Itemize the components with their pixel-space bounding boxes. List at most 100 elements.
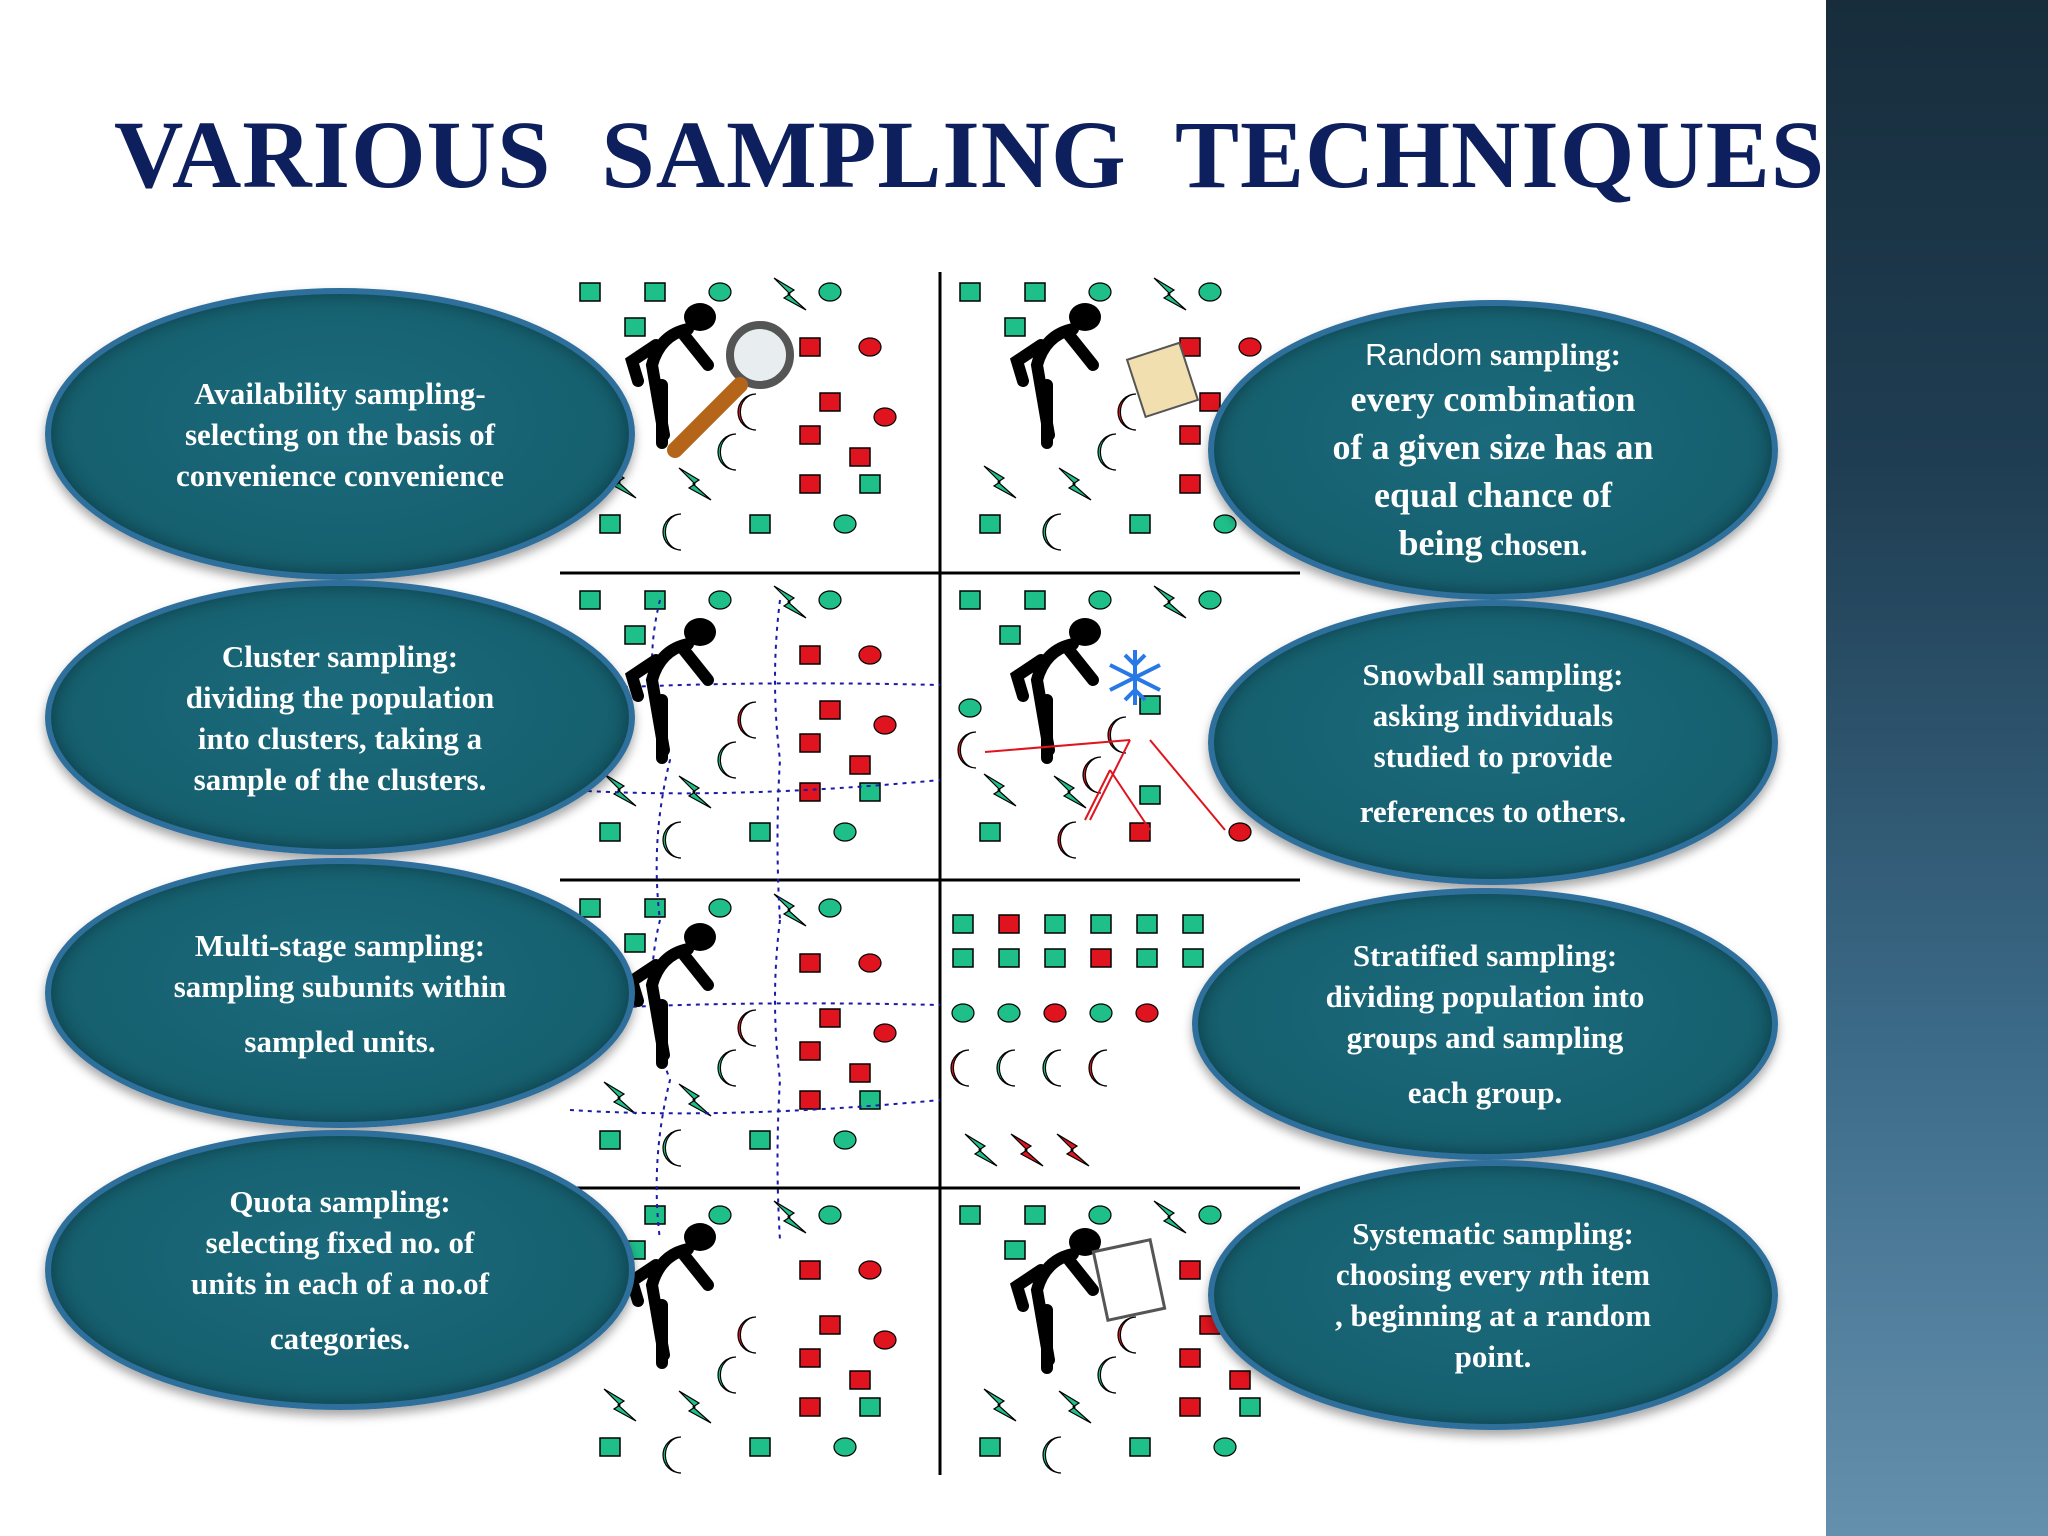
oval-line: every combination [1350,378,1636,419]
circle-icon [708,282,732,302]
oval-line: sample of the clusters. [193,761,487,797]
moon-icon [1082,756,1102,794]
oval-line: Cluster sampling: [221,638,459,674]
stick-figure-head [1069,303,1101,331]
oval-line: Multi-stage sampling: [194,927,486,963]
moon-icon [662,1436,682,1474]
square-icon [1229,1370,1251,1390]
square-icon [1129,1437,1151,1457]
circle-icon [997,1003,1021,1023]
square-icon [799,1090,821,1110]
oval-line: into clusters, taking a [197,720,483,756]
stick-figure-icon [624,1243,714,1369]
moon-icon [957,731,977,769]
square-icon [799,1348,821,1368]
stick-figure-icon [1009,638,1099,764]
referral-arrow [1084,769,1111,821]
square-icon [799,1260,821,1280]
square-icon [849,755,871,775]
cluster-boundary [569,779,941,795]
cluster-boundary [569,682,941,691]
circle-icon [858,645,882,665]
circle-icon [1043,1003,1067,1023]
oval-line: being chosen. [1332,519,1653,567]
moon-icon [717,433,737,471]
referral-arrow [1149,739,1226,831]
circle-icon [818,898,842,918]
square-icon [959,282,981,302]
square-icon [644,590,666,610]
square-icon [799,425,821,445]
circle-icon [1135,1003,1159,1023]
square-icon [1179,1397,1201,1417]
oval-line: convenience convenience [175,457,504,493]
stick-figure-icon [1009,1248,1099,1374]
square-icon [819,700,841,720]
square-icon [819,1008,841,1028]
square-icon [819,392,841,412]
moon-icon [1117,1316,1137,1354]
oval-line: Random sampling: [1332,334,1653,375]
square-icon [1024,1205,1046,1225]
square-icon [749,1437,771,1457]
square-icon [624,933,646,953]
square-icon [1024,282,1046,302]
lightning-icon [603,773,637,807]
clipboard-icon [1091,1237,1167,1323]
cluster-boundary [651,599,672,921]
stick-figure-head [684,618,716,646]
stratified-sampling-oval: Stratified sampling: dividing population… [1192,888,1778,1160]
oval-line: references to others. [1359,793,1627,829]
snowflake-icon [1109,650,1161,705]
lightning-icon [1053,775,1087,809]
circle-icon [951,1003,975,1023]
square-icon [799,337,821,357]
circle-icon [818,1205,842,1225]
moon-icon [1042,513,1062,551]
choosing-every-text: choosing every [1335,1257,1532,1292]
moon-icon [1107,716,1127,754]
square-icon [749,822,771,842]
square-icon [799,782,821,802]
oval-line: sampling subunits within [173,968,507,1004]
moon-icon [1042,1049,1062,1087]
multi-stage-sampling-oval: Multi-stage sampling: sampling subunits … [45,858,635,1128]
lightning-icon [678,1390,712,1424]
square-icon [749,514,771,534]
square-icon [859,782,881,802]
moon-icon [662,821,682,859]
moon-icon [950,1049,970,1087]
square-icon [1199,392,1221,412]
circle-icon [708,1205,732,1225]
lightning-icon [1153,277,1187,311]
square-icon [644,898,666,918]
oval-line: categories. [269,1321,411,1356]
availability-sampling-oval: Availability sampling- selecting on the … [45,288,635,580]
lightning-icon [1153,1200,1187,1234]
lightning-icon [1058,467,1092,501]
moon-icon [1097,1356,1117,1394]
circle-icon [818,282,842,302]
square-icon [1090,914,1112,934]
square-icon [1129,514,1151,534]
chosen-word: chosen. [1490,526,1588,562]
lightning-icon [773,893,807,927]
circle-icon [708,898,732,918]
square-icon [1239,1397,1261,1417]
square-icon [1044,914,1066,934]
circle-icon [1088,590,1112,610]
square-icon [1044,948,1066,968]
cluster-boundary [774,919,782,1241]
oval-line: dividing population into [1325,979,1645,1014]
square-icon [979,1437,1001,1457]
oval-line: selecting fixed no. of [205,1225,475,1260]
square-icon [1004,317,1026,337]
square-icon [799,1041,821,1061]
square-icon [952,914,974,934]
square-icon [579,898,601,918]
circle-icon [818,590,842,610]
lightning-icon [1056,1133,1090,1167]
stick-figure-icon [624,323,714,449]
square-icon [799,474,821,494]
